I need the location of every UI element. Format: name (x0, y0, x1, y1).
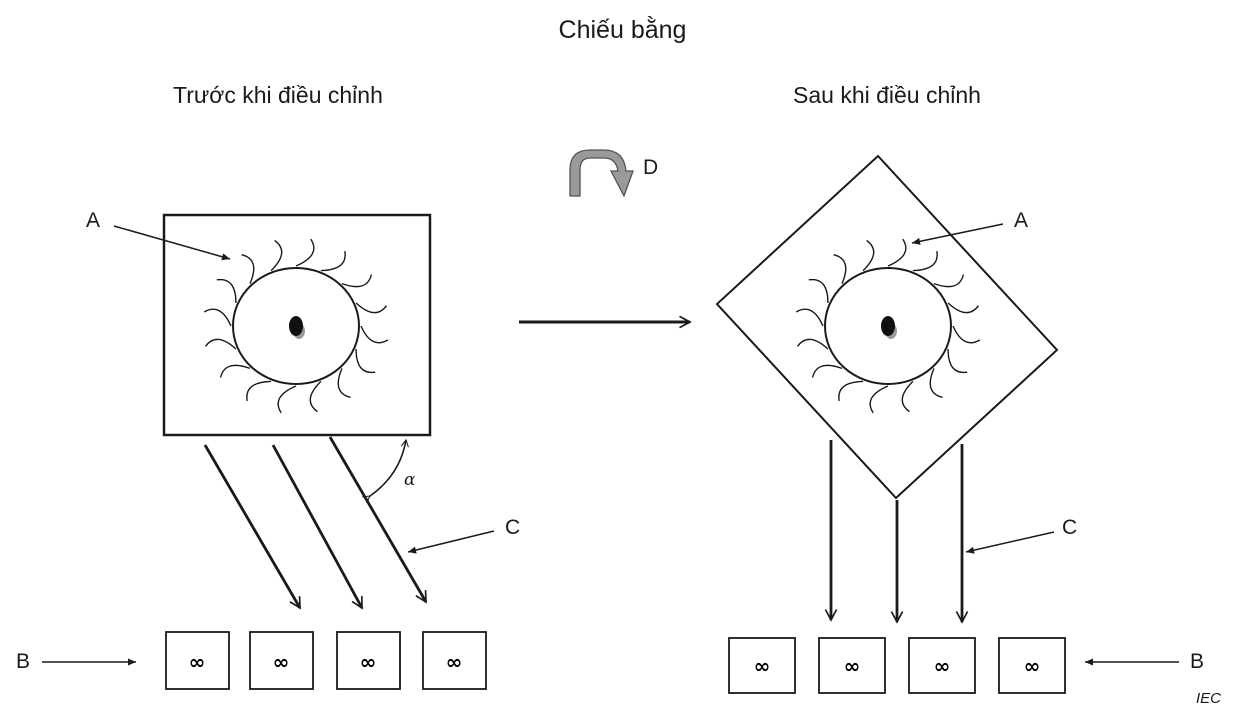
lamp-ray (216, 278, 237, 304)
lamp-ray (912, 250, 938, 272)
lamp-ray (869, 385, 889, 414)
sensor-symbol: ∞ (446, 650, 463, 674)
lamp-ray (795, 308, 824, 327)
rotate-clockwise-icon (569, 149, 634, 198)
sensor-symbol: ∞ (844, 654, 861, 678)
lamp-ray (833, 254, 847, 284)
lamp-ray (808, 278, 829, 304)
sensor-box (336, 631, 401, 690)
sensor-box (908, 637, 976, 694)
lamp-center-dot (289, 316, 303, 336)
lamp-ray (320, 250, 346, 272)
before-light-beam-3 (328, 436, 428, 604)
after-leader-line-c (965, 531, 1055, 554)
lamp-ray (246, 380, 272, 402)
lamp-ray (277, 385, 297, 414)
lamp-ray (947, 348, 968, 374)
lamp-ray (901, 380, 914, 413)
label-d: D (643, 156, 659, 179)
lamp-ray (796, 338, 829, 350)
sensor-box (998, 637, 1066, 694)
diagram-title: Chiếu bằng (558, 16, 687, 44)
label-b-right: B (1190, 650, 1205, 673)
lamp-ray (219, 364, 251, 378)
label-c-left: C (505, 516, 521, 539)
lamp-ray (838, 380, 864, 402)
angle-alpha-arc (362, 438, 409, 504)
label-a-right: A (1014, 209, 1029, 232)
after-leader-line-a (911, 223, 1004, 245)
lamp-ray (203, 308, 232, 327)
lamp-bulb (824, 267, 952, 385)
sensor-symbol: ∞ (1024, 654, 1041, 678)
lamp-ray (862, 239, 875, 272)
sensor-symbol: ∞ (189, 650, 206, 674)
angle-alpha-label: α (404, 470, 416, 490)
lamp-ray (929, 368, 943, 398)
lamp-ray (811, 364, 843, 378)
lamp-bulb (232, 267, 360, 385)
sensor-symbol: ∞ (273, 650, 290, 674)
sensor-symbol: ∞ (360, 650, 377, 674)
sensor-box (249, 631, 314, 690)
before-adjustment-subtitle: Trước khi điều chỉnh (173, 82, 383, 108)
sensor-symbol: ∞ (934, 654, 951, 678)
lamp-ray (295, 238, 315, 267)
iec-watermark: IEC (1196, 690, 1222, 707)
lamp-ray (241, 254, 255, 284)
before-light-beam-2 (271, 444, 364, 610)
sensor-symbol: ∞ (754, 654, 771, 678)
sensor-box (165, 631, 230, 690)
lamp-ray (952, 325, 981, 344)
before-light-source (203, 238, 389, 414)
lamp-ray (337, 368, 351, 398)
sensor-box (422, 631, 487, 690)
lamp-ray (355, 348, 376, 374)
before-leader-line-a (113, 225, 231, 261)
lamp-ray (360, 325, 389, 344)
lamp-ray (309, 380, 322, 413)
after-light-source-housing (715, 154, 1059, 500)
label-b-left: B (16, 650, 31, 673)
lamp-ray (355, 302, 388, 314)
before-light-beam-1 (203, 444, 302, 610)
lamp-ray (341, 274, 373, 288)
lamp-ray (270, 239, 283, 272)
sensor-box (818, 637, 886, 694)
before-light-source-housing (162, 213, 432, 437)
after-light-source (795, 238, 981, 414)
before-sensor-row: ∞ ∞ ∞ ∞ (165, 631, 487, 690)
lamp-ray (933, 274, 965, 288)
lamp-center-dot (881, 316, 895, 336)
sensor-box (728, 637, 796, 694)
label-a-left: A (86, 209, 101, 232)
after-sensor-row: ∞ ∞ ∞ ∞ (728, 637, 1066, 694)
label-c-right: C (1062, 516, 1078, 539)
lamp-ray (204, 338, 237, 350)
lamp-ray (887, 238, 907, 267)
lamp-ray (947, 302, 980, 314)
after-adjustment-subtitle: Sau khi điều chỉnh (793, 82, 981, 108)
before-leader-line-c (407, 530, 495, 554)
rotate-arrow-shape (569, 149, 634, 198)
